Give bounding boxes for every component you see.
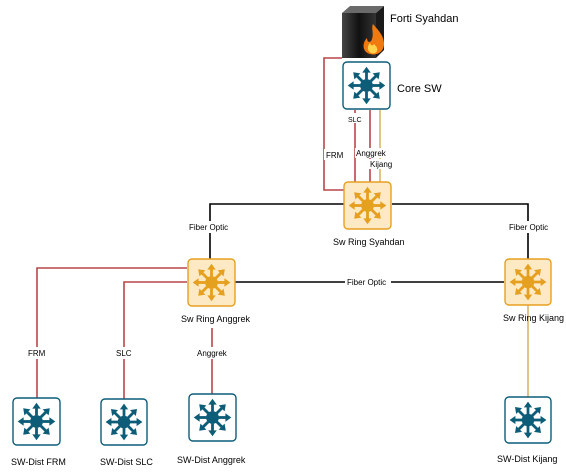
switches — [12, 61, 552, 446]
link-label-slc-upper: SLC — [348, 117, 362, 124]
link-anggrek-dist-slc — [123, 281, 187, 399]
switch-icon — [187, 258, 236, 307]
link-label-frm-lower: FRM — [28, 349, 46, 358]
link-label-kijang-upper: Kijang — [370, 160, 392, 169]
switch-icon — [504, 258, 552, 306]
link-label-fiber-middle: Fiber Optic — [347, 278, 386, 287]
dist-frm-switch[interactable] — [12, 397, 61, 446]
dist-kijang-switch[interactable] — [504, 396, 552, 444]
link-label-anggrek-upper: Anggrek — [356, 149, 387, 158]
switch-icon — [12, 397, 61, 446]
link-fiber-syahdan-anggrek — [209, 203, 344, 259]
link-label-fiber-left: Fiber Optic — [189, 223, 228, 232]
ring-kijang-label: Sw Ring Kijang — [503, 313, 564, 323]
firewall-device[interactable]: Forti Syahdan — [342, 6, 458, 58]
link-anggrek-dist-frm — [36, 267, 187, 398]
core-switch[interactable] — [342, 61, 391, 110]
dist-anggrek-label: SW-Dist Anggrek — [177, 455, 246, 465]
link-label-slc-lower: SLC — [116, 349, 132, 358]
dist-kijang-label: SW-Dist Kijang — [497, 454, 557, 464]
dist-slc-switch[interactable] — [100, 398, 148, 446]
switch-icon — [342, 61, 391, 110]
ring-kijang-switch[interactable] — [504, 258, 552, 306]
ring-syahdan-label: Sw Ring Syahdan — [333, 237, 405, 247]
ring-anggrek-switch[interactable] — [187, 258, 236, 307]
link-firewall-ring-syahdan — [323, 57, 344, 191]
dist-slc-label: SW-Dist SLC — [100, 457, 153, 467]
link-label-fiber-right: Fiber Optic — [509, 223, 548, 232]
core-switch-label: Core SW — [397, 83, 442, 95]
switch-icon — [100, 398, 148, 446]
device-labels: Core SW Sw Ring Syahdan Sw Ring Anggrek … — [11, 83, 564, 467]
dist-frm-label: SW-Dist FRM — [11, 457, 66, 467]
firewall-icon — [342, 6, 384, 58]
link-labels: FRM SLC Anggrek Kijang Fiber Optic Fiber… — [26, 113, 553, 359]
dist-anggrek-switch[interactable] — [188, 393, 237, 442]
ring-syahdan-switch[interactable] — [343, 181, 392, 230]
ring-anggrek-label: Sw Ring Anggrek — [181, 314, 251, 324]
firewall-label: Forti Syahdan — [390, 13, 458, 25]
link-fiber-syahdan-kijang — [392, 203, 529, 259]
switch-icon — [504, 396, 552, 444]
switch-icon — [343, 181, 392, 230]
switch-icon — [188, 393, 237, 442]
link-label-anggrek-lower: Anggrek — [197, 349, 228, 358]
links — [36, 57, 529, 399]
link-label-frm-upper: FRM — [326, 151, 344, 160]
